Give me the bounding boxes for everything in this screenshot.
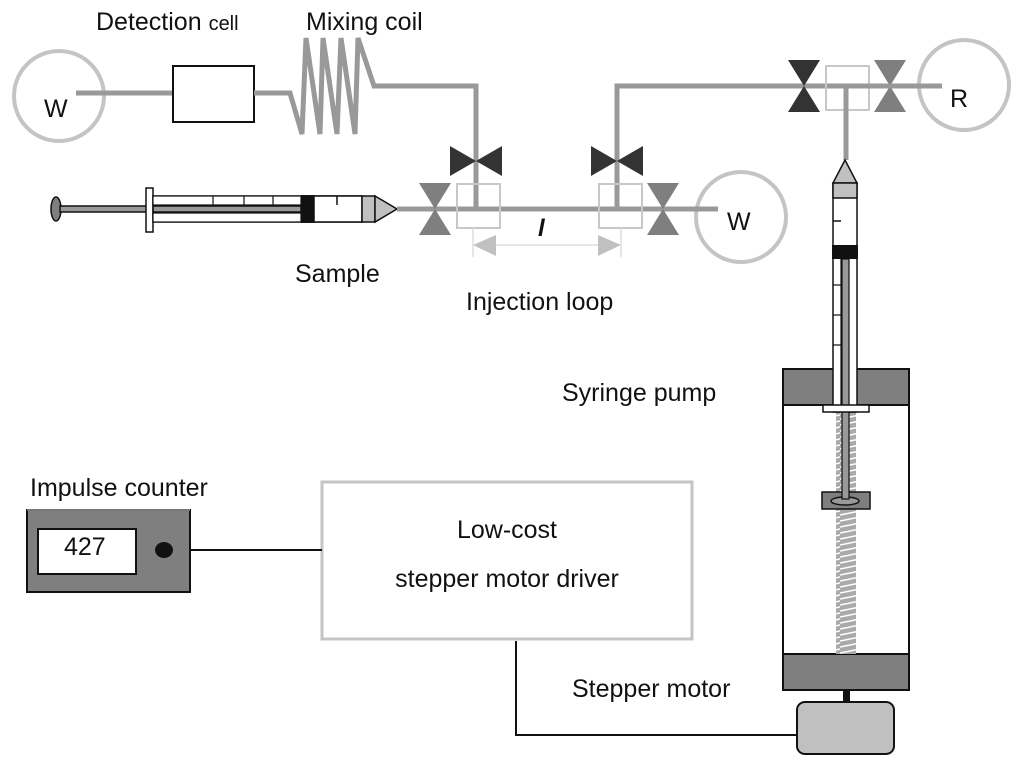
lead-screw (836, 412, 856, 654)
syringe-pump (782, 158, 910, 691)
injection-loop-label: Injection loop (466, 288, 613, 316)
driver-label-line2: stepper motor driver (395, 565, 619, 593)
valve-open-icon (647, 183, 679, 235)
counter-value: 427 (64, 533, 106, 561)
wire-driver-to-motor (515, 641, 797, 736)
stepper-motor-label: Stepper motor (572, 675, 730, 703)
mixing-coil (254, 37, 479, 208)
injection-valve-right (591, 146, 679, 235)
valve-closed-icon (450, 146, 502, 176)
detection-cell-label-sub: cell (209, 13, 239, 35)
counter-indicator-led (155, 542, 173, 558)
driver-label-line1: Low-cost (457, 516, 557, 544)
impulse-counter-label: Impulse counter (30, 474, 208, 502)
pump-bottom-block (782, 653, 910, 691)
detection-cell (172, 65, 255, 123)
loop-length-dimension: l (472, 215, 622, 257)
reagent-label: R (950, 85, 968, 113)
waste-right-label: W (727, 208, 751, 236)
detection-cell-label-main: Detection (96, 8, 209, 36)
valve-open-icon (419, 183, 451, 235)
waste-left-label: W (44, 95, 68, 123)
stepper-motor (796, 701, 895, 755)
detection-cell-label: Detection cell (96, 8, 239, 36)
motor-shaft (843, 690, 850, 702)
valve-closed-icon (788, 60, 820, 112)
mixing-coil-label: Mixing coil (306, 8, 423, 36)
counter-display (37, 528, 137, 575)
loop-length-symbol: l (538, 215, 546, 242)
valve-closed-icon (591, 146, 643, 176)
injection-valve-left (419, 146, 502, 235)
impulse-counter: 427 (26, 509, 191, 593)
sample-syringe (50, 187, 399, 233)
stepper-motor-driver (320, 480, 694, 641)
reagent-reservoir: R (828, 38, 1011, 132)
sample-label: Sample (295, 260, 380, 288)
waste-reservoir-left: W (12, 49, 106, 143)
tube-loop-to-reagent (614, 83, 828, 208)
syringe-pump-label: Syringe pump (562, 379, 716, 407)
waste-reservoir-right: W (690, 170, 788, 264)
